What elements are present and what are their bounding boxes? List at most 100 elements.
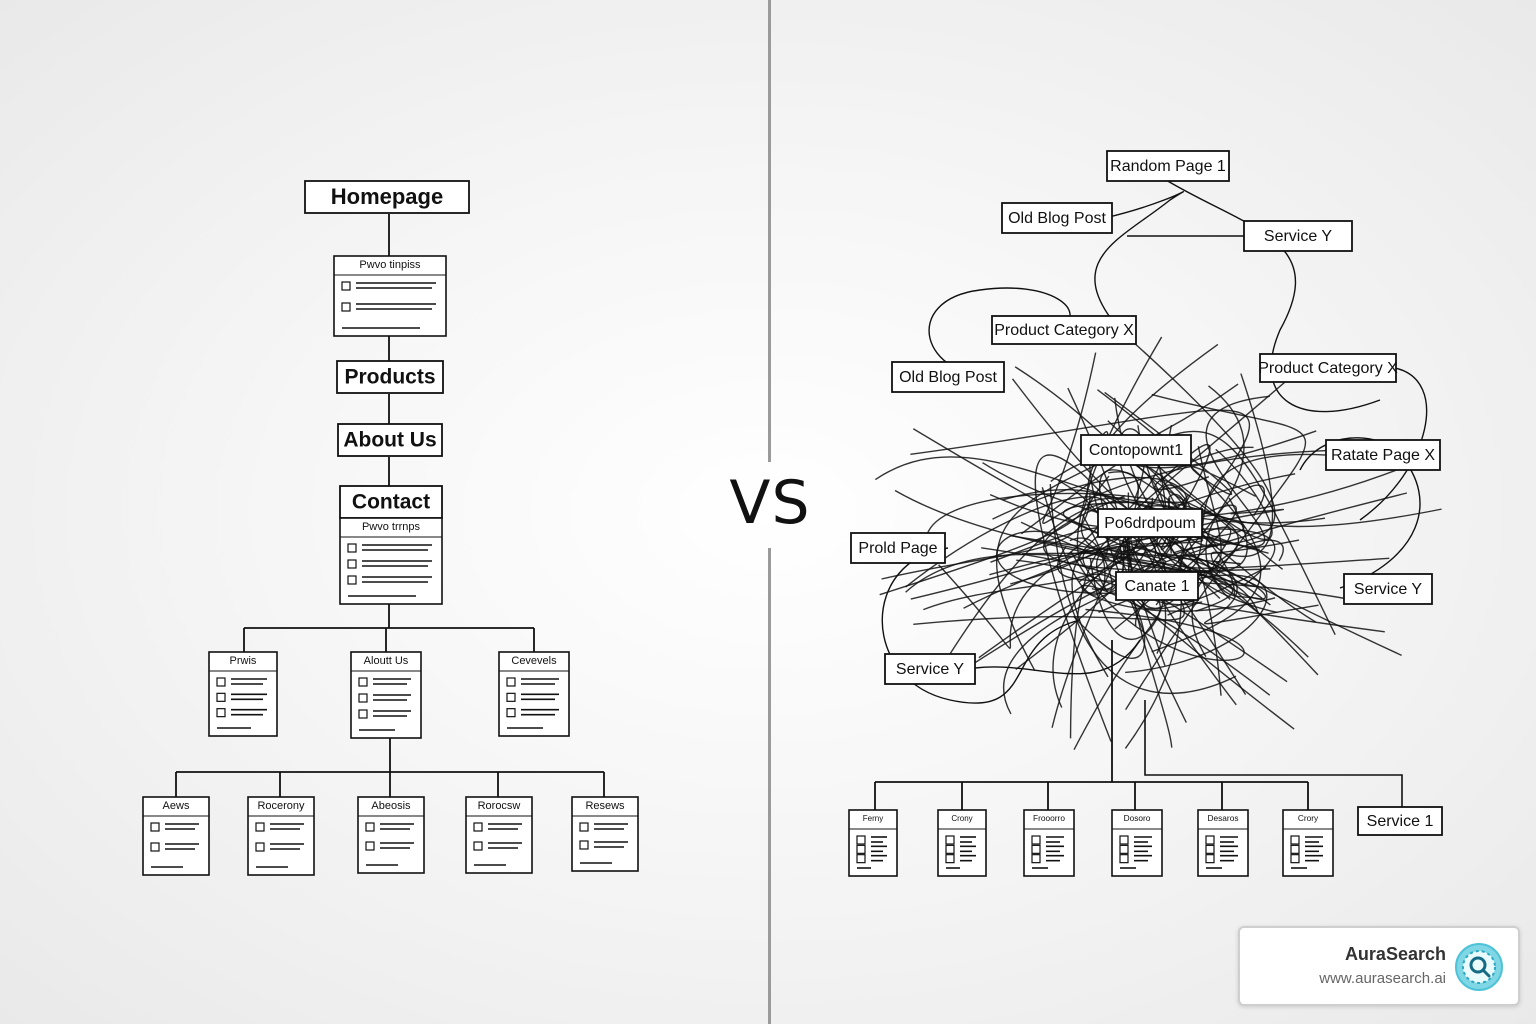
level3-page-card-3-checkbox-icon [365, 822, 375, 832]
tangled-link [1210, 373, 1274, 574]
messy-page-label-2-text: Old Blog Post [1008, 210, 1106, 227]
level3-page-card-3-checkbox-icon [365, 841, 375, 851]
messy-page-label-11-text: Canate 1 [1125, 578, 1190, 595]
tangled-link [1104, 391, 1256, 497]
messy-page-label-5 [891, 361, 1005, 393]
messy-page-label-8-text: Ratate Page X [1331, 447, 1435, 464]
tangled-link [1014, 366, 1442, 528]
level3-page-card-5-caption: Resews [585, 800, 625, 812]
bottom-page-card-3-caption: Frooorro [1033, 813, 1065, 823]
tangled-link [1081, 584, 1276, 696]
level2-page-card-3-checkbox-icon [506, 692, 516, 702]
level2-page-card-2-checkbox-icon [358, 693, 368, 703]
divider-line-top [768, 0, 771, 462]
homepage-node-text: Homepage [331, 184, 443, 209]
bottom-page-card-5-checkbox-icon [1205, 854, 1215, 864]
products-node [336, 360, 444, 394]
tangled-link [938, 519, 1201, 649]
tangled-link [1070, 551, 1245, 661]
tangled-link [1205, 395, 1270, 548]
level2-page-card-1-caption: Prwis [230, 655, 257, 667]
messy-page-label-1 [1106, 150, 1230, 182]
level2-page-card-1-checkbox-icon [216, 677, 226, 687]
brand-badge[interactable]: AuraSearch www.aurasearch.ai [1238, 926, 1520, 1006]
bottom-page-card-5-checkbox-icon [1205, 844, 1215, 854]
messy-page-label-8 [1325, 439, 1441, 471]
messy-page-label-10 [850, 532, 946, 564]
messy-page-label-3-text: Service Y [1264, 228, 1333, 245]
messy-page-label-9 [1097, 508, 1203, 538]
level3-page-card-4-checkbox-icon [473, 822, 483, 832]
tangled-link [1082, 514, 1113, 591]
bottom-page-card-3-checkbox-icon [1031, 835, 1041, 845]
bottom-page-card-4 [1111, 809, 1163, 877]
messy-page-label-13-text: Service Y [896, 661, 965, 678]
page-preview-card-2-checkbox-icon [347, 575, 357, 585]
level2-page-card-2-checkbox-icon [358, 677, 368, 687]
messy-page-label-11 [1115, 571, 1199, 601]
level2-page-card-3-checkbox-icon [506, 708, 516, 718]
level3-page-card-2-checkbox-icon [255, 842, 265, 852]
bottom-page-card-1-checkbox-icon [856, 844, 866, 854]
bottom-page-card-2-caption: Crony [951, 814, 972, 823]
level3-page-card-2-checkbox-icon [255, 822, 265, 832]
contact-node [339, 485, 443, 519]
bottom-page-card-1-checkbox-icon [856, 854, 866, 864]
tangled-link [1034, 454, 1247, 742]
messy-page-label-12 [1343, 573, 1433, 605]
tangled-link [978, 504, 1237, 659]
tangled-link [881, 493, 1091, 580]
tangled-link [1126, 335, 1276, 554]
level2-page-card-3-checkbox-icon [506, 677, 516, 687]
bottom-page-card-2-checkbox-icon [945, 835, 955, 845]
messy-page-label-7-text: Contopownt1 [1089, 442, 1183, 459]
bottom-page-card-1-caption: Ferny [863, 814, 883, 823]
bottom-page-card-1-checkbox-icon [856, 835, 866, 845]
tangled-link [1020, 430, 1336, 636]
page-preview-card-1 [333, 255, 447, 337]
bottom-page-card-6-checkbox-icon [1290, 854, 1300, 864]
bottom-page-card-4-checkbox-icon [1119, 844, 1129, 854]
tangled-link [881, 547, 1081, 704]
bottom-page-card-2-checkbox-icon [945, 844, 955, 854]
level2-page-card-1-checkbox-icon [216, 708, 226, 718]
level3-page-card-4 [465, 796, 533, 874]
messy-page-label-9-text: Po6drdpoum [1104, 515, 1196, 532]
tangled-link [1049, 484, 1237, 694]
level3-page-card-1-caption: Aews [163, 800, 190, 812]
brand-name: AuraSearch [1344, 944, 1446, 964]
level2-page-card-2-checkbox-icon [358, 709, 368, 719]
tangled-link [996, 530, 1191, 594]
level3-page-card-1-checkbox-icon [150, 842, 160, 852]
tangled-link [1042, 352, 1337, 524]
page-preview-card-1-checkbox-icon [341, 302, 351, 312]
bottom-page-card-4-checkbox-icon [1119, 854, 1129, 864]
about-us-node [337, 423, 443, 457]
page-preview-card-2-caption: Pwvo trrnps [362, 521, 421, 533]
tangled-link [1359, 367, 1428, 521]
tangled-link [1107, 420, 1273, 541]
messy-page-label-2 [1001, 202, 1113, 234]
messy-page-label-13 [884, 653, 976, 685]
bottom-page-card-4-checkbox-icon [1119, 835, 1129, 845]
level3-page-card-5 [571, 796, 639, 872]
tangled-link [1094, 191, 1184, 331]
bottom-page-card-6 [1282, 809, 1334, 877]
page-preview-card-2-checkbox-icon [347, 543, 357, 553]
messy-page-label-7 [1080, 434, 1192, 466]
level3-page-card-4-caption: Rorocsw [478, 800, 521, 812]
page-preview-card-2-checkbox-icon [347, 559, 357, 569]
bottom-page-card-5-caption: Desaros [1207, 813, 1238, 823]
bottom-page-card-6-caption: Crory [1298, 813, 1319, 823]
about-us-node-text: About Us [343, 429, 436, 452]
brand-url[interactable]: www.aurasearch.ai [1319, 970, 1446, 987]
bottom-page-card-2-checkbox-icon [945, 854, 955, 864]
connector-line [1144, 700, 1403, 808]
level3-page-card-2 [247, 796, 315, 876]
page-preview-card-1-caption: Pwvo tinpiss [359, 259, 421, 271]
level3-page-card-4-checkbox-icon [473, 841, 483, 851]
messy-page-label-3 [1243, 220, 1353, 252]
products-node-text: Products [344, 366, 435, 389]
level3-page-card-2-caption: Rocerony [257, 800, 305, 812]
